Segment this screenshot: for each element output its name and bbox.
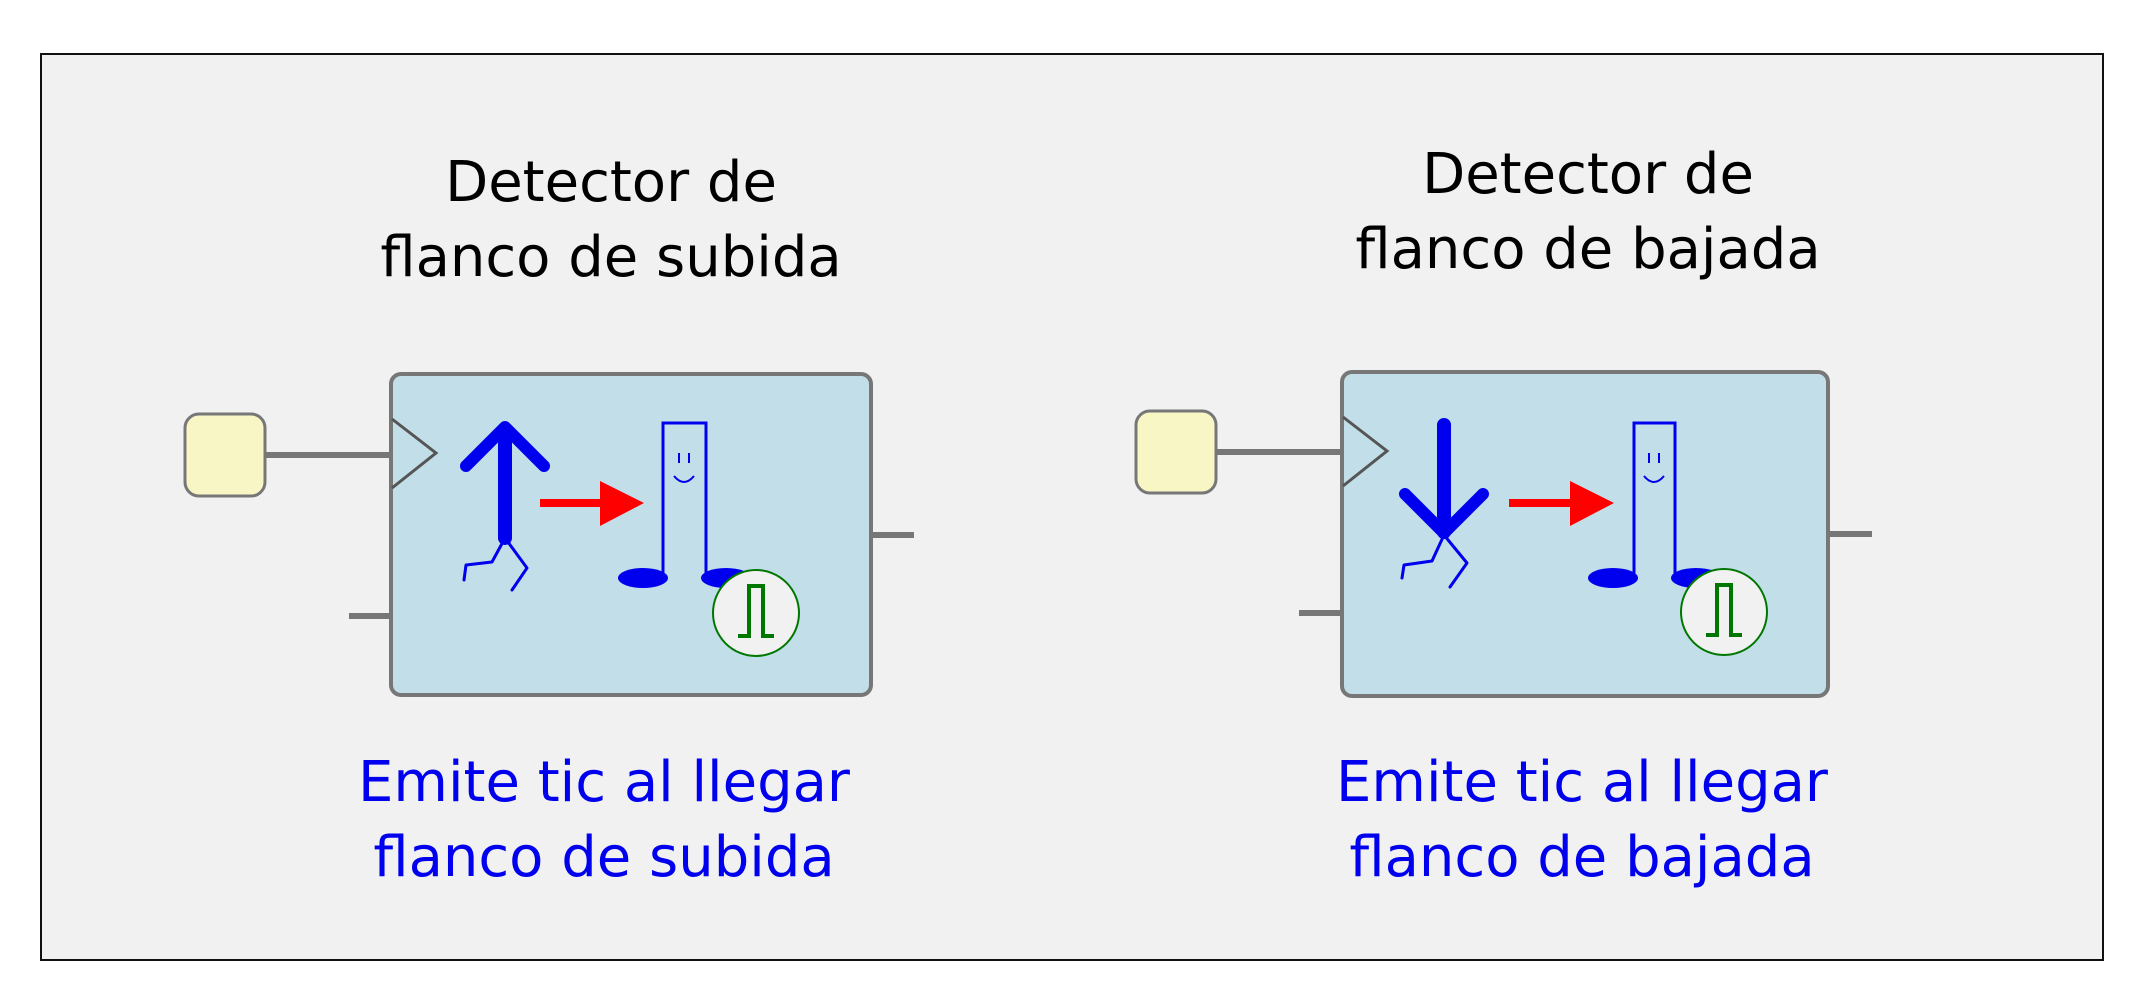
arrow-up-figure-icon	[460, 421, 550, 592]
block-description-line: flanco de bajada	[1349, 825, 1815, 890]
input-port[interactable]	[1134, 409, 1218, 495]
pulse-badge-icon	[1680, 568, 1768, 656]
block-title-line: flanco de bajada	[1355, 217, 1821, 282]
block-body[interactable]	[389, 372, 873, 697]
input-port[interactable]	[183, 412, 267, 498]
clock-input-triangle	[391, 417, 439, 490]
block-body[interactable]	[1340, 370, 1830, 698]
block-title-line: Detector de	[445, 150, 777, 215]
block-description: Emite tic al llegar flanco de bajada	[1232, 745, 1932, 895]
transition-arrow-icon	[1509, 481, 1614, 526]
block-rising-edge[interactable]	[183, 372, 914, 697]
pulse-badge-icon	[712, 569, 800, 657]
block-description: Emite tic al llegar flanco de subida	[254, 745, 954, 895]
block-description-line: Emite tic al llegar	[1336, 750, 1828, 815]
block-title-line: Detector de	[1422, 142, 1754, 207]
transition-arrow-icon	[540, 481, 644, 526]
block-title: Detector de flanco de bajada	[1238, 137, 1938, 287]
block-description-line: flanco de subida	[373, 825, 835, 890]
block-title-line: flanco de subida	[380, 225, 842, 290]
arrow-down-figure-icon	[1399, 418, 1489, 589]
block-title: Detector de flanco de subida	[261, 145, 961, 295]
block-falling-edge[interactable]	[1134, 370, 1872, 698]
clock-input-triangle	[1342, 415, 1390, 488]
block-description-line: Emite tic al llegar	[358, 750, 850, 815]
